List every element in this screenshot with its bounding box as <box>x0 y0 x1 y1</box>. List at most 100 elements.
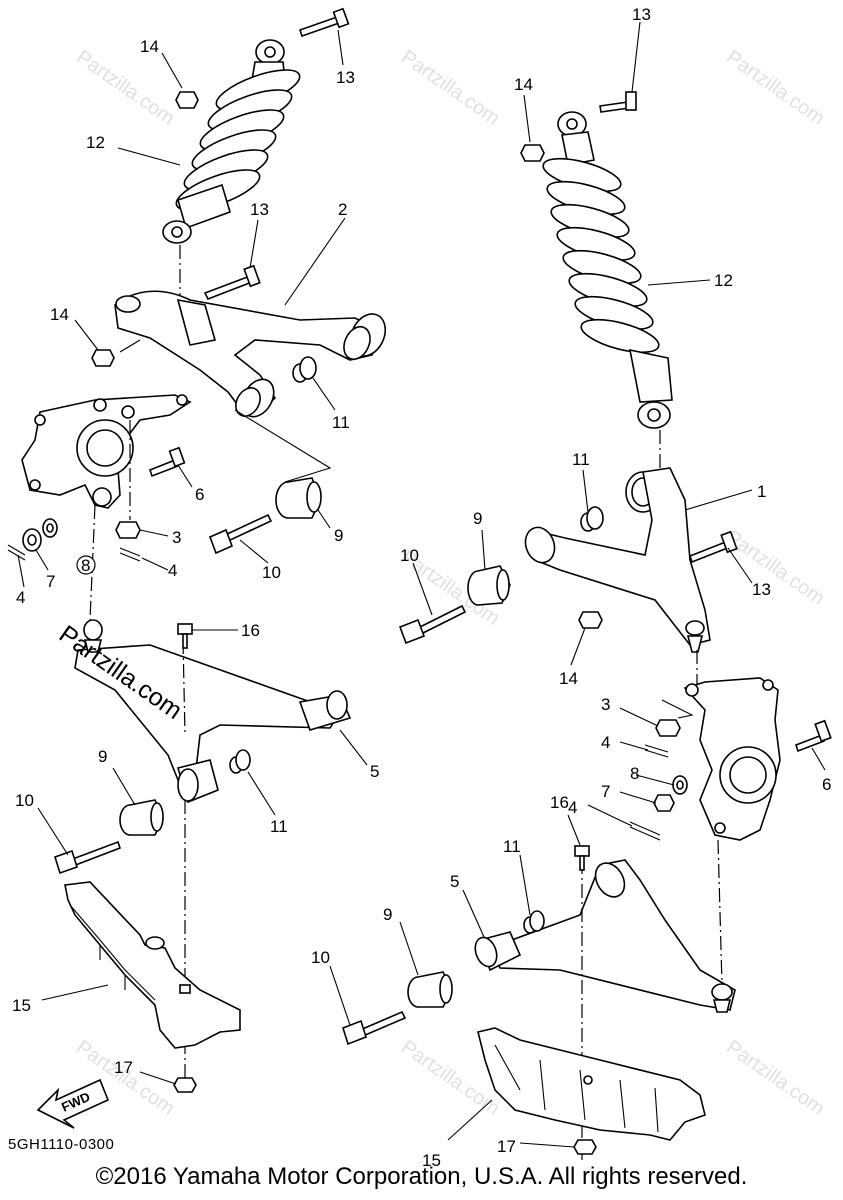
callout-8: 8 <box>81 556 90 575</box>
callout-8-circled: 8 <box>76 555 96 575</box>
nut-3-right <box>655 719 681 737</box>
nut-14-left-mid <box>91 349 115 367</box>
washer-7-left <box>22 528 42 552</box>
bolt-16-left <box>177 623 193 649</box>
callout-4: 4 <box>568 798 577 817</box>
washer-8-right <box>672 775 688 795</box>
knuckle-left <box>21 394 192 509</box>
nut-14-left-top <box>175 91 199 109</box>
callout-17: 17 <box>497 1137 516 1156</box>
callout-16: 16 <box>550 793 569 812</box>
knuckle-right <box>683 677 781 841</box>
callout-16: 16 <box>241 621 260 640</box>
bolt-10-left-lower <box>54 840 122 875</box>
washer-8-left <box>42 518 58 538</box>
collar-11-right-lower <box>523 910 545 934</box>
callout-5: 5 <box>450 872 459 891</box>
lower-arm-left <box>74 619 352 804</box>
nut-17-right <box>573 1139 597 1155</box>
callout-9: 9 <box>98 747 107 766</box>
watermark-text: Partzilla.com <box>722 46 828 130</box>
callout-3: 3 <box>601 695 610 714</box>
bolt-13-right-mid <box>689 530 738 564</box>
skid-plate-right <box>477 1027 706 1141</box>
shock-absorber-right <box>542 111 673 429</box>
callout-8: 8 <box>630 764 639 783</box>
leader-lines <box>17 21 826 1148</box>
bushing-9-left-lower <box>119 799 164 836</box>
skid-plate-left <box>64 881 241 1049</box>
callout-4: 4 <box>601 733 610 752</box>
bolt-16-right <box>574 845 590 871</box>
callout-10: 10 <box>15 791 34 810</box>
nut-14-right-top <box>520 144 545 162</box>
bushing-9-right-lower <box>407 971 453 1008</box>
callout-2: 2 <box>338 200 347 219</box>
shock-absorber-left <box>162 39 301 244</box>
callout-10: 10 <box>400 546 419 565</box>
cotter-pin-4-right-lower <box>629 821 661 841</box>
callout-7: 7 <box>46 572 55 591</box>
lower-arm-right <box>474 859 736 1013</box>
callout-14: 14 <box>50 305 69 324</box>
callout-1: 1 <box>757 482 766 501</box>
callout-17: 17 <box>114 1058 133 1077</box>
nut-3-left <box>115 521 141 539</box>
callout-13: 13 <box>336 68 355 87</box>
fwd-arrow: FWD <box>36 1078 110 1129</box>
callout-6: 6 <box>195 485 204 504</box>
bushing-9-right-upper <box>467 565 511 606</box>
upper-arm-left <box>114 290 387 418</box>
bushing-9-left-upper <box>275 477 322 519</box>
bolt-13-left-top <box>298 7 350 38</box>
callout-15: 15 <box>422 1151 441 1170</box>
callout-6: 6 <box>822 775 831 794</box>
callout-14: 14 <box>559 669 578 688</box>
callout-numbers: 14 13 12 2 13 14 11 6 3 9 4 10 4 7 8 16 … <box>12 5 831 1170</box>
callout-15: 15 <box>12 996 31 1015</box>
collar-11-left-lower <box>229 749 251 774</box>
callout-13: 13 <box>632 5 651 24</box>
callout-12: 12 <box>86 133 105 152</box>
callout-3: 3 <box>172 528 181 547</box>
cotter-pin-4-left <box>7 544 141 562</box>
bolt-10-right-upper <box>398 604 467 645</box>
nut-7-right <box>653 794 675 812</box>
callout-12: 12 <box>714 271 733 290</box>
callout-13: 13 <box>752 580 771 599</box>
callout-9: 9 <box>334 526 343 545</box>
callout-11: 11 <box>503 837 521 856</box>
callout-4: 4 <box>168 561 177 580</box>
diagram-code: 5GH1110-0300 <box>8 1136 115 1153</box>
callout-4: 4 <box>16 588 25 607</box>
callout-14: 14 <box>514 75 533 94</box>
bolt-10-right-lower <box>342 1010 407 1046</box>
collar-11-right-upper <box>580 506 604 532</box>
callout-13: 13 <box>250 200 269 219</box>
callout-10: 10 <box>262 563 281 582</box>
bolt-13-left-mid <box>203 264 261 301</box>
watermark-text: Partzilla.com <box>722 1036 828 1120</box>
watermark-text: Partzilla.com <box>72 46 178 130</box>
callout-11: 11 <box>332 413 350 432</box>
collar-11-left-upper <box>292 356 317 383</box>
bolt-10-left-upper <box>208 513 273 555</box>
nut-17-left <box>173 1077 197 1093</box>
callout-10: 10 <box>311 948 330 967</box>
bolt-6-left <box>149 446 186 478</box>
callout-5: 5 <box>370 762 379 781</box>
nut-14-right-mid <box>578 611 603 629</box>
bolt-6-right <box>794 719 832 753</box>
callout-7: 7 <box>601 782 610 801</box>
upper-arm-right <box>524 467 711 653</box>
callout-9: 9 <box>473 509 482 528</box>
watermark-text: Partzilla.com <box>722 526 828 610</box>
cotter-pin-4-right-upper <box>644 744 669 758</box>
bolt-13-right-top <box>599 91 637 113</box>
callout-11: 11 <box>270 817 288 836</box>
callout-14: 14 <box>140 37 159 56</box>
callout-11: 11 <box>572 450 590 469</box>
copyright-notice: ©2016 Yamaha Motor Corporation, U.S.A. A… <box>95 1163 748 1190</box>
callout-9: 9 <box>383 905 392 924</box>
